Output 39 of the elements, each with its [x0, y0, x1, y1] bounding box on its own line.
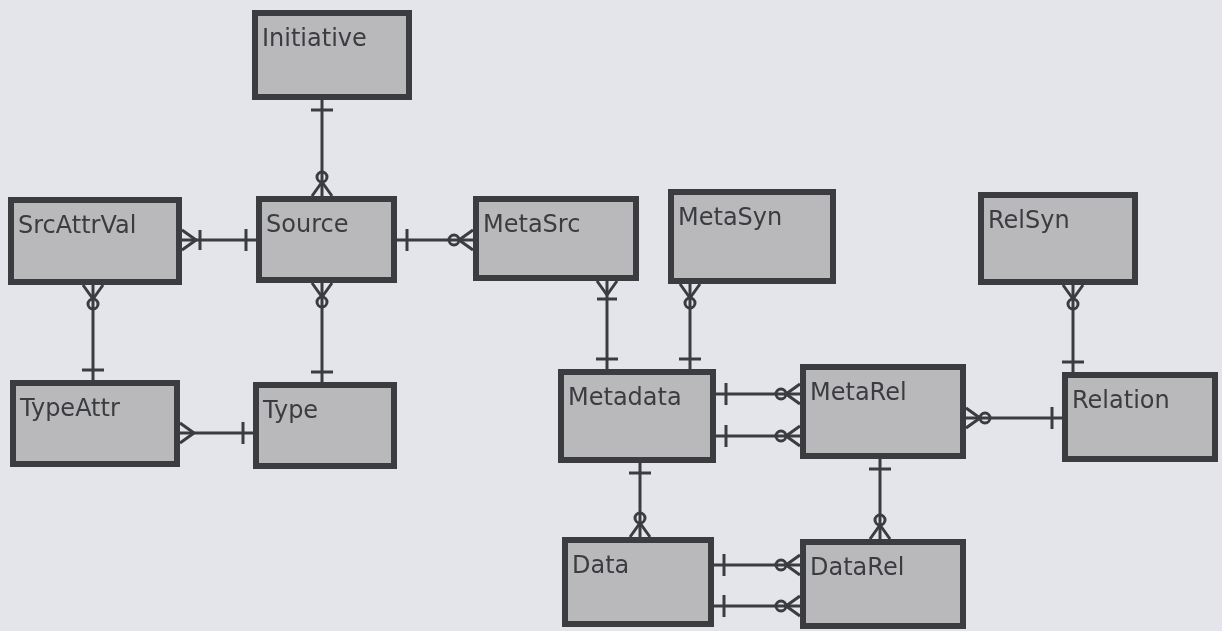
entity-name: TypeAttr: [20, 394, 120, 422]
relationship-line: [1060, 283, 1086, 372]
entity-name: DataRel: [810, 553, 905, 581]
relationship-line: [867, 459, 893, 541]
entity-box: [10, 380, 180, 467]
entity-name: Relation: [1072, 386, 1170, 414]
entity-box: [800, 364, 966, 459]
entity-box: [978, 192, 1138, 285]
entity-name: SrcAttrVal: [18, 211, 137, 239]
entity-box: [256, 196, 397, 283]
entity-name: Metadata: [568, 383, 682, 411]
entity-name: RelSyn: [988, 206, 1070, 234]
entity-name: MetaRel: [810, 378, 907, 406]
relationship-line: [309, 100, 335, 198]
relationship-line: [677, 282, 703, 369]
entity-name: Type: [263, 396, 319, 424]
entity-box: [8, 197, 182, 285]
relationship-line: [716, 381, 802, 407]
relationship-line: [627, 463, 653, 539]
entity-name: Source: [266, 210, 349, 238]
relationship-line: [397, 227, 475, 253]
entity-box: [252, 10, 412, 100]
entity-box: [473, 196, 639, 281]
entity-name: MetaSrc: [483, 210, 581, 238]
relationship-line: [716, 423, 802, 449]
relationship-line: [714, 593, 802, 619]
entity-box: [253, 382, 397, 469]
entity-box: [562, 537, 714, 627]
entity-box: [1062, 372, 1218, 462]
relationship-line: [714, 552, 802, 578]
relationship-line: [309, 281, 335, 382]
entity-box: [668, 189, 836, 284]
entity-name: MetaSyn: [678, 203, 783, 231]
entity-box: [800, 539, 966, 629]
entity-box: [558, 369, 716, 463]
relationship-line: [80, 283, 106, 380]
relationship-line: [594, 279, 620, 369]
entity-name: Data: [572, 551, 630, 579]
entity-name: Initiative: [262, 24, 367, 52]
